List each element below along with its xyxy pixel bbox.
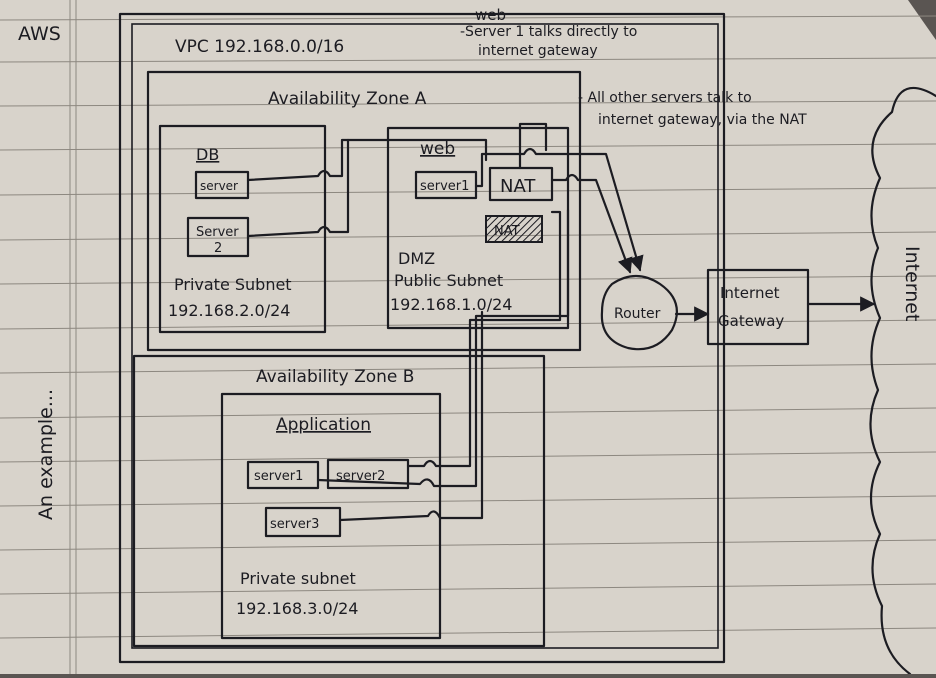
availability-zone-a — [146, 70, 582, 352]
web-subnet-cidr: 192.168.1.0/24 — [390, 295, 512, 314]
note-other-line2: internet gateway, via the NAT — [598, 112, 807, 128]
db-subnet-name: Private Subnet — [174, 275, 292, 294]
app-server-1 — [246, 460, 320, 490]
internet-label: Internet — [901, 246, 923, 321]
nat-standby — [485, 215, 543, 243]
zone-b-label: Availability Zone B — [256, 367, 414, 387]
app-server-3-label: server3 — [270, 517, 319, 532]
vpc-boundary — [118, 12, 726, 664]
web-subnet-name: Public Subnet — [394, 271, 503, 290]
router — [600, 274, 678, 351]
db-server-2-label-line2: 2 — [214, 241, 222, 256]
note-web-title: web — [475, 6, 506, 24]
nat-label: NAT — [500, 176, 536, 197]
aws-margin-note: AWS — [18, 23, 61, 45]
vpc-boundary-inner — [131, 23, 719, 649]
internet-cloud — [869, 86, 936, 676]
ruled-lines — [0, 15, 936, 639]
availability-zone-b — [132, 354, 546, 648]
db-subnet-cidr: 192.168.2.0/24 — [168, 301, 290, 320]
router-label: Router — [614, 306, 661, 322]
web-subnet-dmz: DMZ — [398, 249, 435, 268]
note-web-line1: -Server 1 talks directly to — [460, 24, 637, 40]
side-caption: An example... — [35, 389, 57, 520]
db-subnet-title: DB — [196, 145, 219, 164]
db-server-1 — [194, 170, 250, 200]
app-server-1-label: server1 — [254, 469, 303, 484]
web-server-1-label: server1 — [420, 179, 469, 194]
note-other-line1: - All other servers talk to — [578, 90, 752, 106]
app-server-2 — [326, 458, 410, 490]
db-server-1-label: server — [200, 179, 238, 193]
zone-a-label: Availability Zone A — [268, 89, 427, 109]
note-web-line2: internet gateway — [478, 43, 598, 59]
vpc-label: VPC 192.168.0.0/16 — [175, 37, 344, 57]
app-server-3 — [264, 506, 342, 538]
app-subnet-cidr: 192.168.3.0/24 — [236, 599, 358, 618]
gateway-label-line2: Gateway — [718, 312, 784, 330]
internet-gateway — [706, 268, 810, 346]
nat-standby-label: NAT — [494, 224, 520, 239]
gateway-label-line1: Internet — [720, 284, 780, 302]
db-private-subnet — [158, 124, 327, 334]
web-subnet-title: web — [420, 139, 455, 159]
db-server-2-label-line1: Server — [196, 225, 239, 240]
app-subnet-title: Application — [276, 415, 371, 435]
connection-lines — [246, 122, 644, 522]
app-subnet-name: Private subnet — [240, 569, 356, 588]
